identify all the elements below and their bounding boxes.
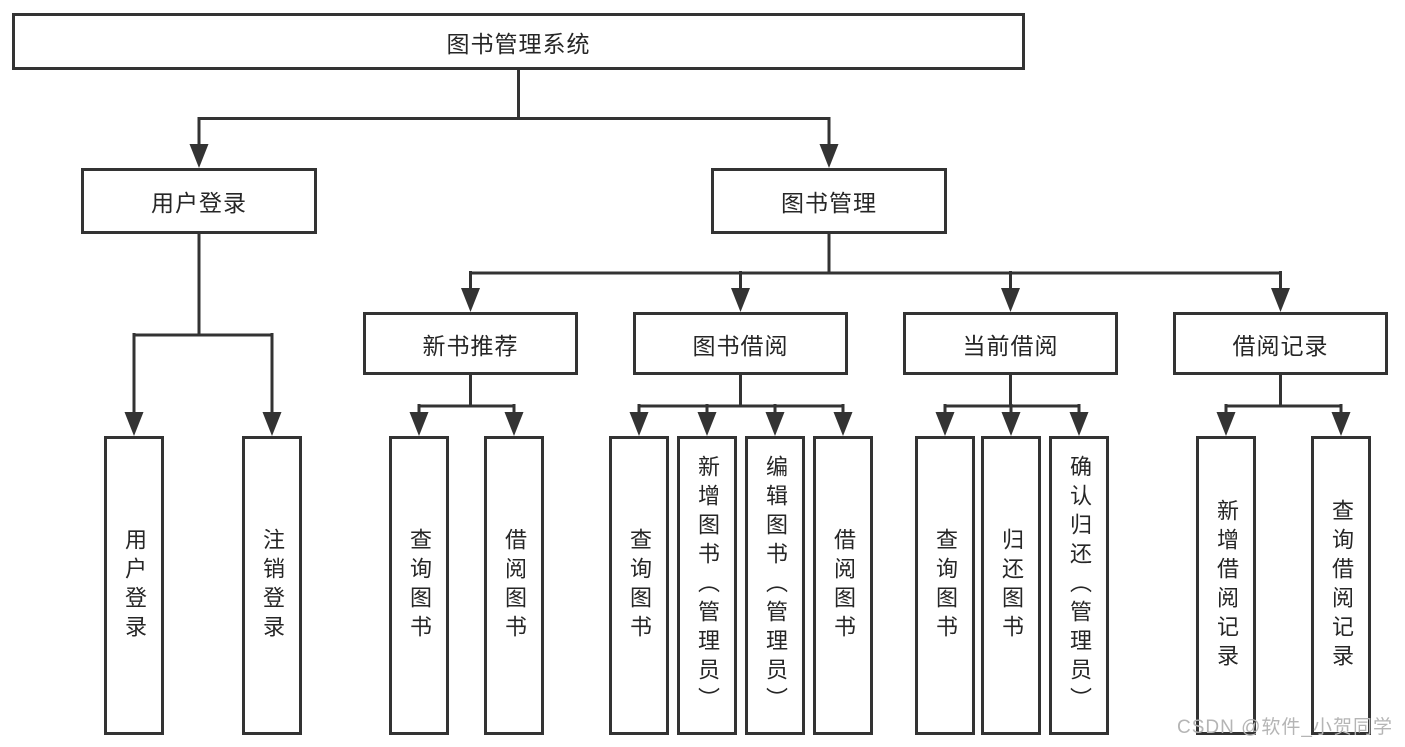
leaf-query-books-recommend: 查询图书 <box>389 436 449 735</box>
node-book-management: 图书管理 <box>711 168 947 234</box>
node-label: 确认归还（管理员） <box>1067 455 1092 716</box>
node-library-management-system: 图书管理系统 <box>12 13 1025 70</box>
node-book-borrow: 图书借阅 <box>633 312 848 375</box>
node-label: 新书推荐 <box>422 332 519 359</box>
node-label: 用户登录 <box>151 190 247 216</box>
leaf-edit-book-admin: 编辑图书（管理员） <box>745 436 805 735</box>
node-new-book-recommend: 新书推荐 <box>363 312 578 375</box>
leaf-query-books-current: 查询图书 <box>915 436 975 735</box>
node-label: 查询借阅记录 <box>1329 498 1354 673</box>
node-label: 当前借阅 <box>962 332 1059 359</box>
node-current-borrow: 当前借阅 <box>903 312 1118 375</box>
leaf-query-books-borrow: 查询图书 <box>609 436 669 735</box>
leaf-user-login: 用户登录 <box>104 436 164 735</box>
node-label: 编辑图书（管理员） <box>763 455 788 716</box>
leaf-add-borrow-record: 新增借阅记录 <box>1196 436 1256 735</box>
leaf-add-book-admin: 新增图书（管理员） <box>677 436 737 735</box>
node-label: 新增借阅记录 <box>1214 498 1239 673</box>
csdn-watermark: CSDN @软件_小贺同学 <box>1177 717 1393 738</box>
node-label: 查询图书 <box>627 527 652 644</box>
leaf-confirm-return-admin: 确认归还（管理员） <box>1049 436 1109 735</box>
leaf-logout: 注销登录 <box>242 436 302 735</box>
leaf-borrow-books-recommend: 借阅图书 <box>484 436 544 735</box>
leaf-query-borrow-record: 查询借阅记录 <box>1311 436 1371 735</box>
node-label: 查询图书 <box>407 527 432 644</box>
node-label: 图书管理 <box>781 190 877 216</box>
node-label: 借阅图书 <box>831 527 856 644</box>
node-label: 图书管理系统 <box>446 30 591 57</box>
node-label: 借阅记录 <box>1232 332 1329 359</box>
node-borrow-records: 借阅记录 <box>1173 312 1388 375</box>
leaf-borrow-books: 借阅图书 <box>813 436 873 735</box>
node-label: 图书借阅 <box>692 332 789 359</box>
node-label: 归还图书 <box>999 527 1024 644</box>
node-user-login: 用户登录 <box>81 168 317 234</box>
node-label: 新增图书（管理员） <box>695 455 720 716</box>
node-label: 用户登录 <box>122 527 147 644</box>
node-label: 查询图书 <box>933 527 958 644</box>
leaf-return-books: 归还图书 <box>981 436 1041 735</box>
node-label: 借阅图书 <box>502 527 527 644</box>
node-label: 注销登录 <box>260 527 285 644</box>
